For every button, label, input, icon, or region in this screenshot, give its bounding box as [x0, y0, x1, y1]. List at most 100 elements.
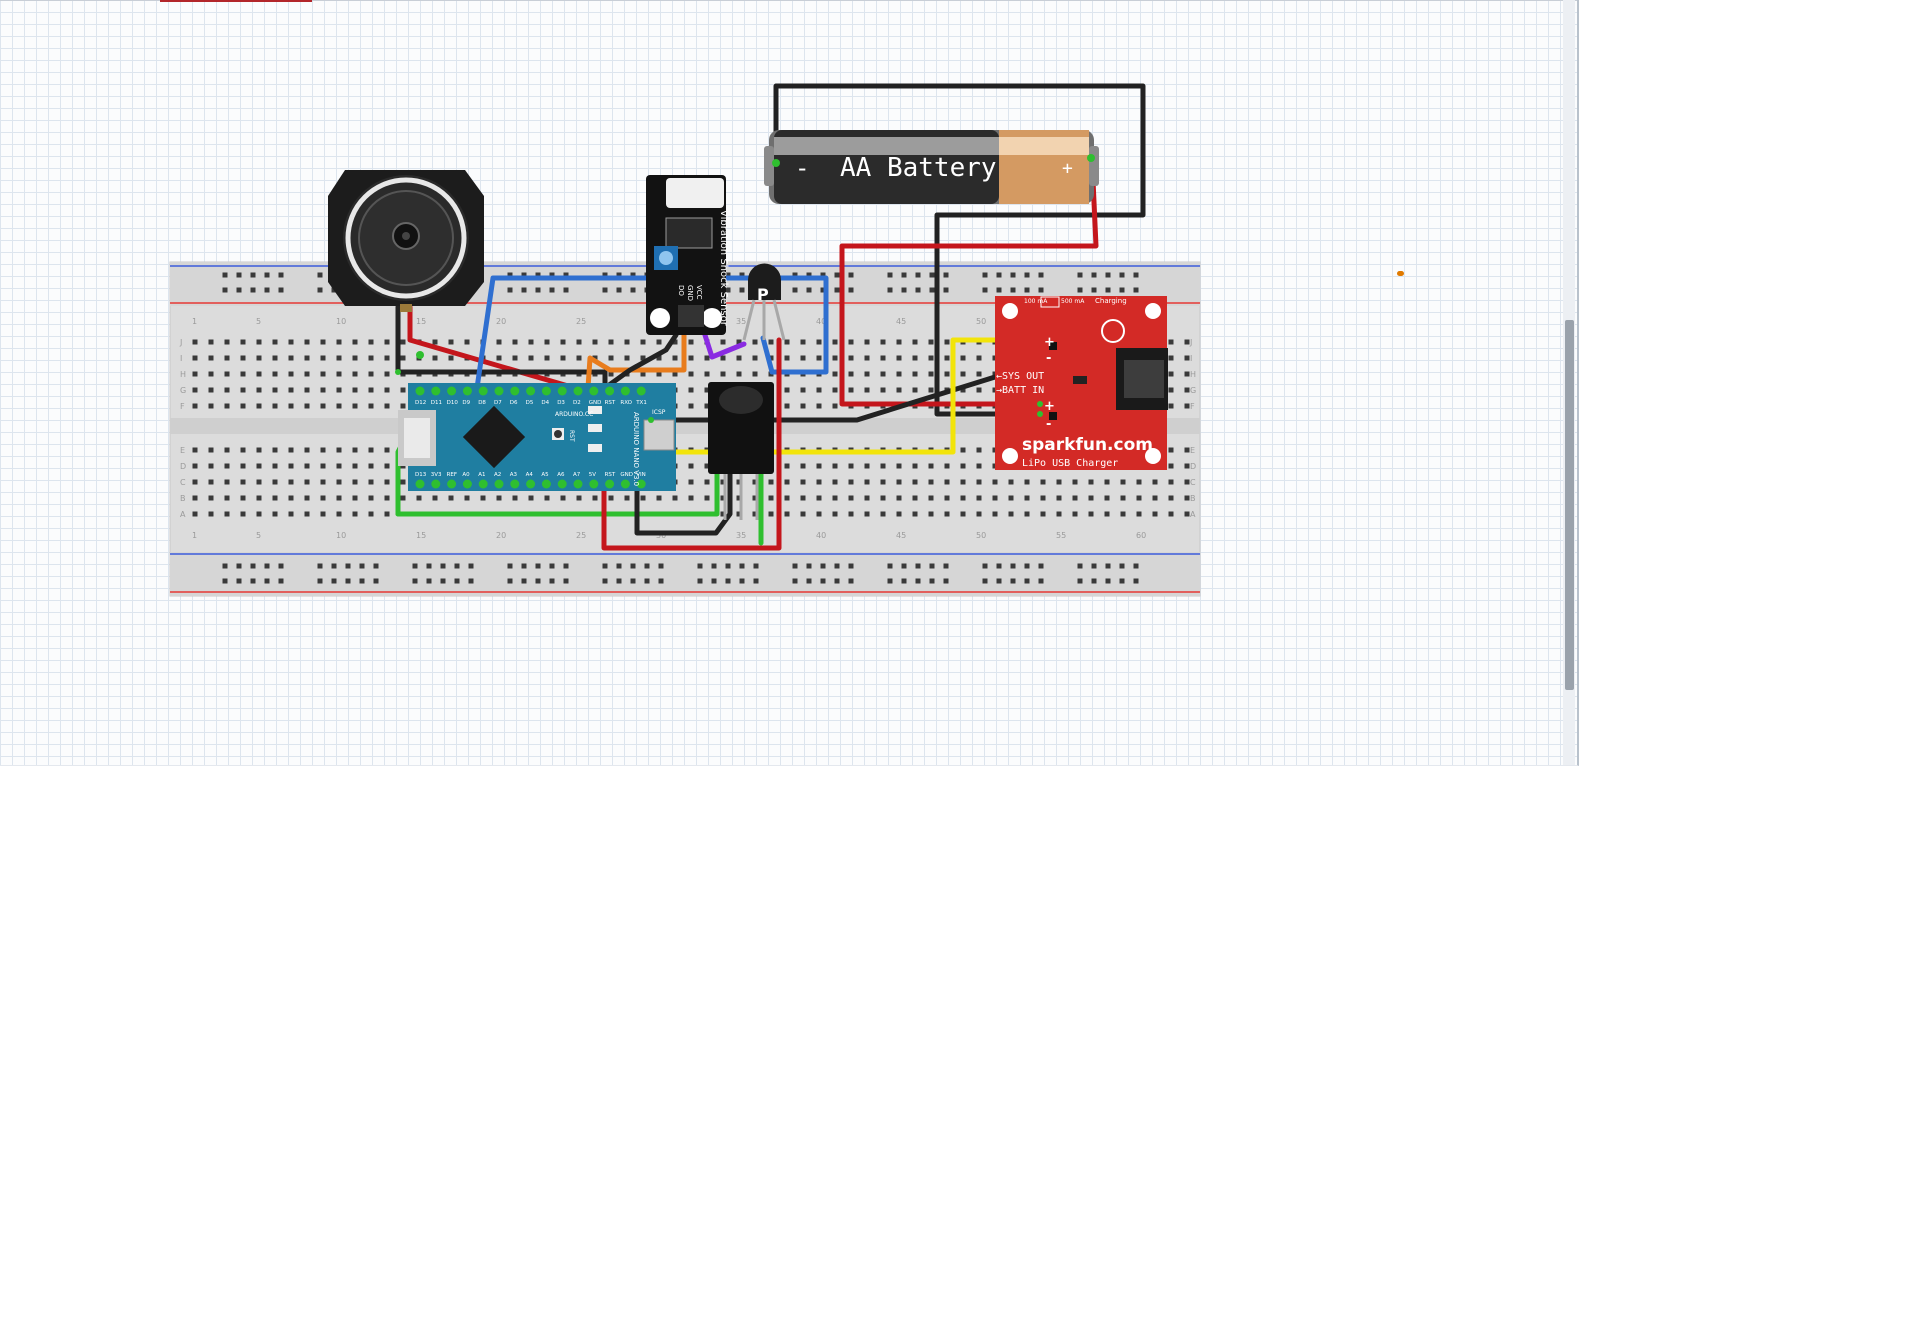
breadboard-row-letter: A	[180, 510, 186, 519]
arduino-pin-label: D8	[478, 400, 486, 406]
arduino-pin-label: D13	[415, 472, 427, 478]
breadboard-column-number: 20	[496, 317, 506, 326]
breadboard-row-letter: E	[1190, 446, 1195, 455]
breadboard-column-number: 1	[192, 317, 197, 326]
wire-blue-long	[474, 275, 829, 391]
arduino-pin-label: GND	[620, 472, 633, 478]
arduino-pin-label: RXO	[620, 400, 632, 406]
charger-charging-label: Charging	[1095, 297, 1127, 305]
breadboard-column-number: 25	[576, 531, 586, 540]
arduino-header-pin	[510, 479, 520, 489]
scrollbar-thumb[interactable]	[1565, 320, 1574, 690]
arduino-nano[interactable]: ARDUINO.CC ARDUINO NANO V3.0 ICSP RST D1…	[398, 383, 676, 491]
breadboard-row-letter: D	[1190, 462, 1196, 471]
charger-plus-bottom: +	[1044, 399, 1055, 414]
arduino-header-pin	[589, 386, 599, 396]
wire-speaker-black	[395, 304, 608, 391]
arduino-header-pin	[620, 479, 630, 489]
lipo-usb-charger[interactable]: 100 mA 500 mA Charging + - ←SYS OUT →BAT…	[995, 296, 1168, 470]
arduino-pin-label: D5	[526, 400, 534, 406]
breadboard-column-number: 20	[496, 531, 506, 540]
vibration-shock-sensor[interactable]: Vibration Shock Sensor DO GND VCC	[646, 175, 729, 335]
charger-brand: sparkfun.com	[1022, 435, 1153, 455]
breadboard-row-letter: C	[1190, 478, 1196, 487]
wire-orange	[585, 307, 687, 391]
breadboard-column-number: 15	[416, 531, 426, 540]
breadboard-row-letter: G	[180, 386, 186, 395]
arduino-header-pin	[526, 386, 536, 396]
breadboard-column-number: 50	[976, 317, 986, 326]
sensor-name: Vibration Shock Sensor	[718, 210, 729, 327]
aa-battery[interactable]: - AA Battery +	[764, 130, 1099, 204]
sensor-pin-gnd: GND	[686, 285, 694, 301]
arduino-header-pin	[605, 479, 615, 489]
stray-part-marker[interactable]	[1397, 271, 1404, 276]
arduino-header-pin	[431, 479, 441, 489]
arduino-header-pin	[462, 479, 472, 489]
arduino-pin-label: RST	[605, 472, 616, 478]
breadboard-row-letter: E	[180, 446, 185, 455]
arduino-pin-label: D3	[557, 400, 565, 406]
breadboard-column-labels: 1155101015152020252530303535404045455050…	[192, 317, 1146, 540]
arduino-header-pin	[526, 479, 536, 489]
wire-black-bottom	[634, 469, 733, 536]
sensor-pin-vcc: VCC	[695, 285, 703, 300]
arduino-pin-label: A0	[462, 472, 470, 478]
transistor[interactable]: P	[742, 263, 786, 341]
charger-batt-in: →BATT IN	[996, 385, 1044, 396]
breadboard-column-number: 35	[736, 317, 746, 326]
arduino-pin-label: A2	[494, 472, 501, 478]
breadboard-column-number: 40	[816, 531, 826, 540]
arduino-pin-label: REF	[447, 472, 457, 478]
breadboard-column-number: 45	[896, 317, 906, 326]
arduino-pin-label: 5V	[589, 472, 596, 478]
breadboard-row-letter: J	[179, 338, 182, 347]
breadboard-row-letter: B	[180, 494, 186, 503]
arduino-pin-label: GND	[589, 400, 602, 406]
wire-endpoints	[395, 154, 1095, 423]
breadboard-column-number: 5	[256, 531, 261, 540]
breadboard-row-letter: I	[1190, 354, 1192, 363]
arduino-pin-label: 3V3	[431, 472, 442, 478]
arduino-header-pin	[462, 386, 472, 396]
arduino-pin-label: D7	[494, 400, 502, 406]
speaker[interactable]	[328, 170, 484, 312]
arduino-pin-label: D4	[541, 400, 549, 406]
arduino-header-pin	[620, 386, 630, 396]
arduino-pin-label: A4	[526, 472, 534, 478]
breadboard-column-number: 50	[976, 531, 986, 540]
breadboard-column-number: 55	[1056, 531, 1066, 540]
charger-minus-top: -	[1046, 351, 1051, 366]
breadboard-row-letter: B	[1190, 494, 1196, 503]
breadboard-row-letter: F	[180, 402, 185, 411]
breadboard-row-letter: C	[180, 478, 186, 487]
arduino-header-pin	[494, 479, 504, 489]
arduino-pin-label: A3	[510, 472, 518, 478]
breadboard-column-number: 40	[816, 317, 826, 326]
arduino-header-pin	[636, 386, 646, 396]
breadboard-row-letter: I	[180, 354, 182, 363]
breadboard-column-number: 45	[896, 531, 906, 540]
breadboard-row-letter: H	[1190, 370, 1196, 379]
breadboard-column-number: 10	[336, 317, 346, 326]
arduino-brand: ARDUINO.CC	[555, 411, 593, 418]
sensor-pin-do: DO	[677, 285, 685, 296]
active-tab-indicator[interactable]	[160, 0, 312, 2]
arduino-pin-label: D12	[415, 400, 426, 406]
wire-battery-black-top	[773, 83, 1146, 417]
breadboard-sketch: 1155101015152020252530303535404045455050…	[169, 83, 1201, 597]
breadboard-column-number: 25	[576, 317, 586, 326]
breadboard-row-letter: G	[1190, 386, 1196, 395]
ir-receiver[interactable]	[708, 382, 774, 520]
breadboard-column-number: 35	[736, 531, 746, 540]
breadboard-column-number: 5	[256, 317, 261, 326]
battery-label: AA Battery	[840, 153, 997, 183]
arduino-header-pin	[447, 386, 457, 396]
arduino-pin-label: RST	[605, 400, 616, 406]
arduino-pin-label: A6	[557, 472, 565, 478]
breadboard-row-letter: A	[1190, 510, 1196, 519]
arduino-header-pin	[605, 386, 615, 396]
wire-green-bottom	[395, 469, 720, 517]
